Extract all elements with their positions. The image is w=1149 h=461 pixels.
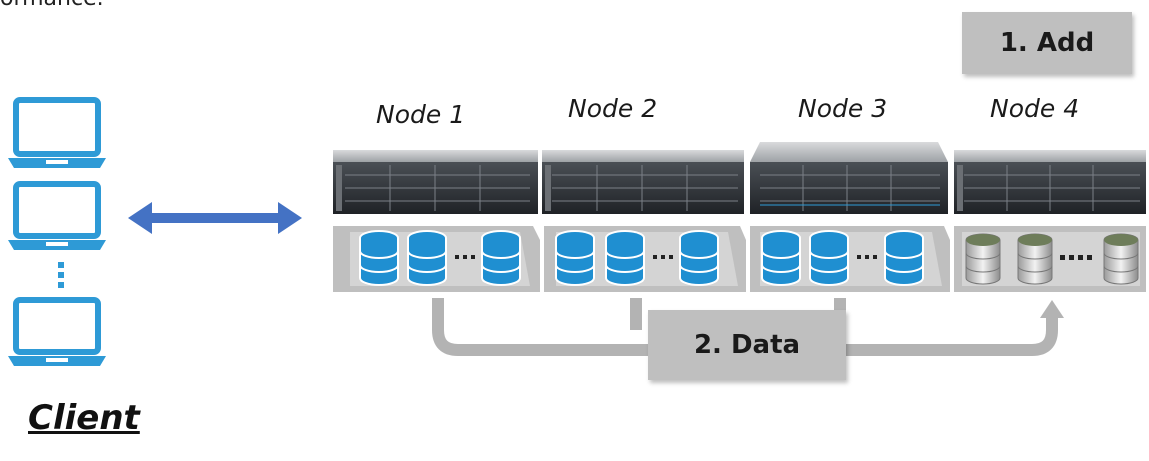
server-icon: [750, 142, 948, 214]
empty-database-icon: [1017, 233, 1053, 285]
data-step-label: 2. Data: [693, 330, 801, 360]
database-icon: [407, 230, 447, 286]
laptop-icon: [8, 181, 106, 250]
database-icon: [679, 230, 719, 286]
database-icon: [809, 230, 849, 286]
laptop-icon: [8, 97, 106, 168]
server-icon: [333, 150, 538, 214]
ellipsis-icon: [455, 255, 475, 259]
server-icon: [954, 150, 1146, 214]
node-4-label: Node 4: [990, 94, 1080, 123]
node-1-label: Node 1: [376, 100, 466, 129]
client-label: Client: [28, 398, 140, 438]
ellipsis-icon: [857, 255, 877, 259]
empty-database-icon: [965, 233, 1001, 285]
node-3-label: Node 3: [798, 94, 888, 123]
server-icon: [542, 150, 744, 214]
database-icon: [359, 230, 399, 286]
data-arrowhead-icon: [1040, 300, 1064, 318]
add-step-label: 1. Add: [999, 28, 1095, 58]
database-icon: [884, 230, 924, 286]
node-2-label: Node 2: [568, 94, 658, 123]
database-icon: [761, 230, 801, 286]
database-icon: [481, 230, 521, 286]
data-step-box: 2. Data: [648, 310, 846, 380]
vertical-ellipsis-icon: [58, 262, 64, 288]
ellipsis-icon: [1060, 255, 1092, 260]
database-icon: [605, 230, 645, 286]
clipped-caption-text: ormance.: [0, 0, 104, 11]
add-step-box: 1. Add: [962, 12, 1132, 74]
laptop-icon: [8, 297, 106, 366]
empty-database-icon: [1103, 233, 1139, 285]
database-icon: [555, 230, 595, 286]
ellipsis-icon: [653, 255, 673, 259]
bidirectional-arrow-icon: [128, 202, 302, 234]
